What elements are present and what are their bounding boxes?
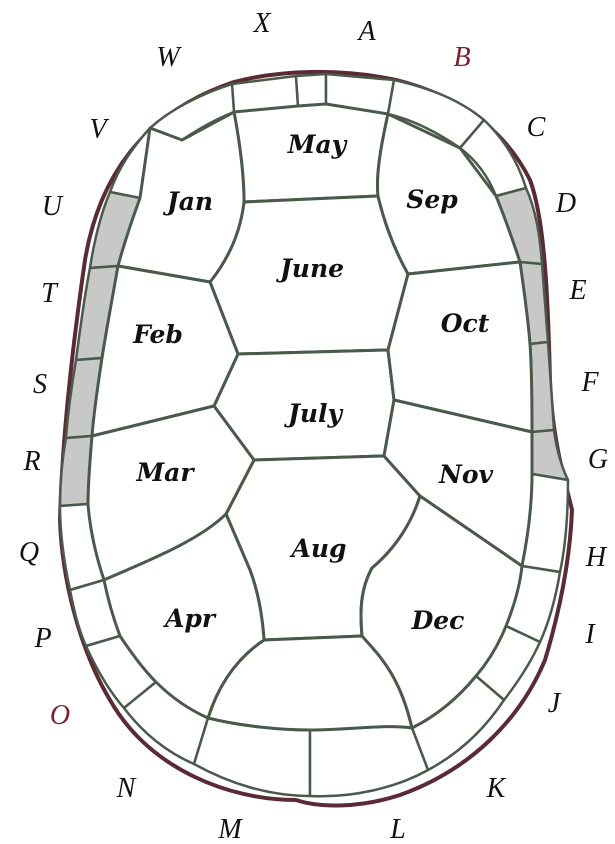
label-oct: Oct (441, 309, 490, 338)
label-b: B (453, 42, 470, 73)
label-a: A (356, 16, 376, 47)
label-aug: Aug (289, 534, 346, 563)
label-july: July (284, 399, 344, 428)
label-w: W (156, 42, 182, 73)
label-j: J (548, 688, 562, 719)
label-k: K (486, 773, 507, 804)
label-i: I (584, 619, 596, 650)
label-n: N (116, 773, 137, 804)
label-g: G (588, 444, 608, 475)
label-q: Q (19, 537, 39, 568)
label-t: T (41, 278, 59, 309)
label-p: P (33, 623, 51, 654)
label-s: S (33, 369, 47, 400)
marginal-g (532, 430, 568, 480)
marginal-l (310, 727, 428, 797)
label-u: U (42, 191, 64, 222)
label-o: O (50, 700, 70, 731)
label-may: May (287, 130, 348, 159)
label-nov: Nov (438, 460, 494, 489)
label-c: C (527, 112, 546, 143)
label-l: L (389, 814, 406, 844)
label-d: D (555, 188, 576, 219)
label-dec: Dec (411, 606, 465, 635)
label-june: June (276, 254, 344, 283)
label-jan: Jan (163, 187, 213, 216)
label-r: R (22, 446, 40, 477)
label-feb: Feb (132, 320, 183, 349)
label-f: F (580, 367, 599, 398)
label-m: M (217, 814, 243, 844)
label-apr: Apr (163, 604, 217, 633)
label-x: X (252, 8, 271, 39)
label-mar: Mar (135, 458, 195, 487)
label-sep: Sep (406, 185, 458, 214)
label-e: E (568, 275, 586, 306)
marginal-x-small (296, 74, 326, 106)
label-h: H (585, 542, 608, 573)
label-v: V (89, 114, 109, 145)
